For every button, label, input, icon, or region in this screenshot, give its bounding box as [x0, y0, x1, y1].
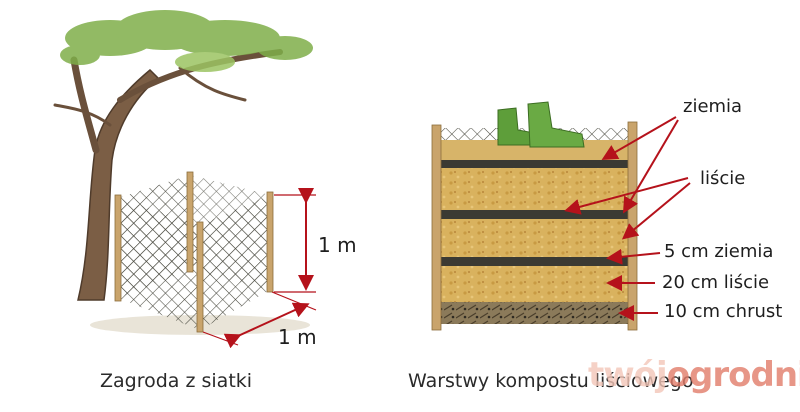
watermark-logo: twójogrodnik: [588, 355, 800, 395]
caption-right: Warstwy kompostu liściowego: [408, 370, 694, 392]
label-brush-10cm: 10 cm chrust: [664, 301, 783, 322]
bin-post-left: [431, 124, 442, 331]
watermark-part2: ogrodnik: [666, 355, 800, 395]
label-leaves-20cm: 20 cm liście: [662, 272, 770, 293]
arrow-soil-top-a: [601, 116, 677, 161]
layer-leaves-3: [440, 266, 630, 304]
tree: [53, 10, 313, 335]
tree-foliage: [60, 10, 313, 72]
tree-branch-right-2: [178, 66, 247, 102]
arrow-soil-top-b: [622, 119, 679, 214]
post-front: [196, 221, 204, 333]
layer-leaves-2: [440, 219, 630, 257]
tree-trunk: [77, 68, 160, 301]
arrow-leaves-b: [621, 182, 691, 240]
watermark-part1: twój: [588, 355, 668, 395]
post-right: [266, 191, 274, 293]
bin-post-right: [627, 121, 638, 331]
layer-dark-2: [440, 210, 630, 219]
mesh-front-face: [118, 198, 200, 330]
layer-dark-1: [440, 160, 630, 168]
dimension-width: [202, 291, 317, 349]
post-left: [114, 194, 122, 302]
caption-left: Zagroda z siatki: [100, 370, 253, 392]
tree-branch-small: [53, 103, 112, 127]
width-label: 1 m: [278, 325, 317, 349]
label-leaves: liście: [700, 168, 746, 189]
post-back: [186, 171, 194, 273]
mesh-enclosure: [114, 171, 274, 333]
compost-bin: [431, 101, 638, 331]
layer-dark-3: [440, 257, 630, 266]
arrow-soil-5cm: [606, 248, 661, 265]
layer-leaves-1: [440, 168, 630, 210]
tree-branch-left: [70, 56, 100, 154]
boots-icon: [497, 101, 585, 148]
label-soil-5cm: 5 cm ziemia: [664, 241, 774, 262]
layer-arrows: [564, 116, 691, 321]
layer-brush: [440, 302, 630, 324]
dimension-height: [274, 188, 316, 293]
label-soil-top: ziemia: [683, 96, 743, 117]
arrow-leaves-a: [564, 177, 689, 215]
mesh-right-face: [200, 195, 270, 330]
height-label: 1 m: [318, 233, 357, 257]
